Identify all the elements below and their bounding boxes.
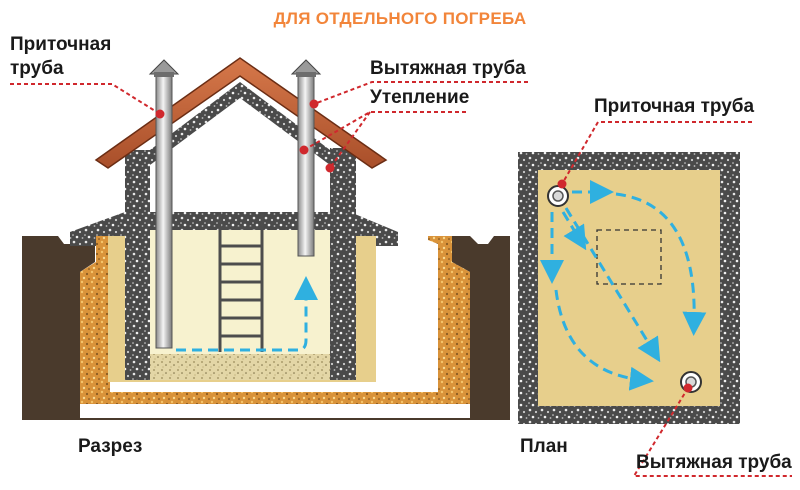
label-section: Разрез [78, 436, 142, 457]
section-view [22, 57, 510, 420]
section-airflow [176, 276, 318, 352]
roof [94, 57, 388, 169]
label-insulation: Утепление [370, 87, 469, 108]
airflow-curve-bottom [554, 289, 654, 391]
diagram-title: ДЛЯ ОТДЕЛЬНОГО ПОГРЕБА [274, 9, 527, 28]
airflow-diagonal [564, 207, 661, 363]
plan-view [518, 152, 740, 424]
pointer-lines [10, 81, 792, 477]
pointer-exhaust [313, 81, 528, 105]
cellar-floor [150, 354, 330, 380]
label-plan: План [520, 436, 568, 457]
pointer-intake [10, 83, 161, 115]
label-exhaust: Вытяжная труба [370, 58, 526, 79]
roof-insulation [150, 82, 330, 165]
pointer-plan-intake [561, 121, 752, 185]
ladder [218, 212, 264, 352]
intake-pipe [148, 59, 180, 349]
wall-right [330, 148, 356, 380]
airflow-top-right [615, 192, 707, 336]
label-intake-line1: Приточная [10, 34, 111, 55]
label-plan-intake: Приточная труба [594, 96, 755, 117]
exhaust-pipe [290, 59, 322, 257]
label-plan-exhaust: Вытяжная труба [636, 452, 792, 473]
wall-left [125, 150, 150, 380]
plan-intake-opening [547, 185, 569, 207]
label-intake-line2: труба [10, 58, 64, 79]
airflow-short-diag [561, 211, 587, 251]
pointer-insulation [303, 111, 466, 151]
plan-airflow [540, 180, 707, 391]
soil [22, 236, 510, 420]
